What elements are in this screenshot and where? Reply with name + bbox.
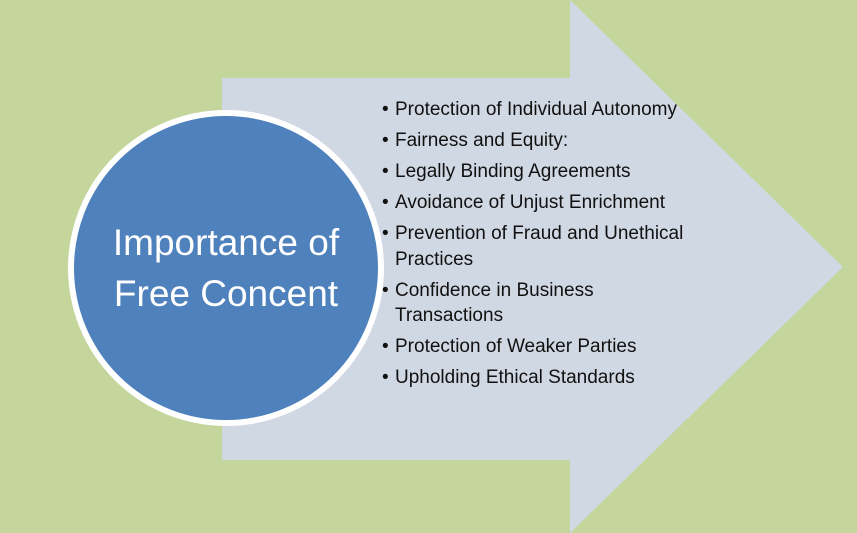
diagram-title: Importance of Free Concent <box>112 222 340 314</box>
list-item: Fairness and Equity: <box>382 128 695 154</box>
list-item: Avoidance of Unjust Enrichment <box>382 190 695 216</box>
list-item: Legally Binding Agreements <box>382 159 695 185</box>
list-item: Upholding Ethical Standards <box>382 365 695 391</box>
title-circle: Importance of Free Concent <box>68 110 384 426</box>
list-item: Protection of Weaker Parties <box>382 334 695 360</box>
list-item: Protection of Individual Autonomy <box>382 97 695 123</box>
list-item: Confidence in Business Transactions <box>382 278 695 329</box>
bullet-list: Protection of Individual Autonomy Fairne… <box>382 97 695 396</box>
list-item: Prevention of Fraud and Unethical Practi… <box>382 221 695 272</box>
